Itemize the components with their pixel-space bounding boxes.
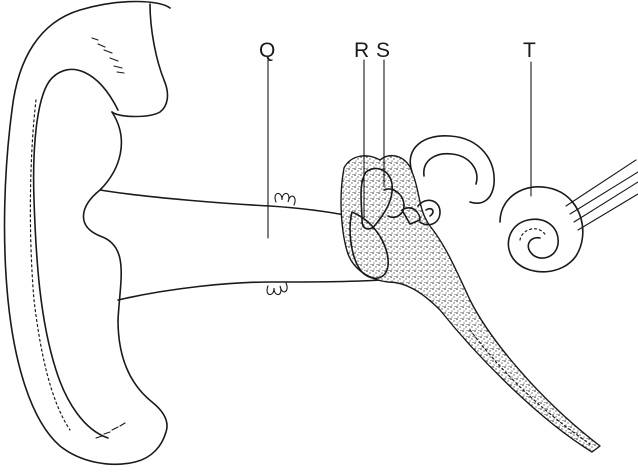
label-r: R (354, 39, 369, 62)
ear-canal (100, 190, 380, 300)
labels: Q R S T (259, 39, 536, 62)
concha (83, 112, 121, 320)
label-t: T (523, 39, 536, 62)
temporal-bone (341, 156, 600, 452)
outer-ear-pinna (5, 2, 170, 465)
cochlea (500, 187, 583, 272)
auditory-nerve (566, 160, 638, 230)
label-s: S (376, 39, 390, 62)
label-q: Q (259, 39, 275, 62)
